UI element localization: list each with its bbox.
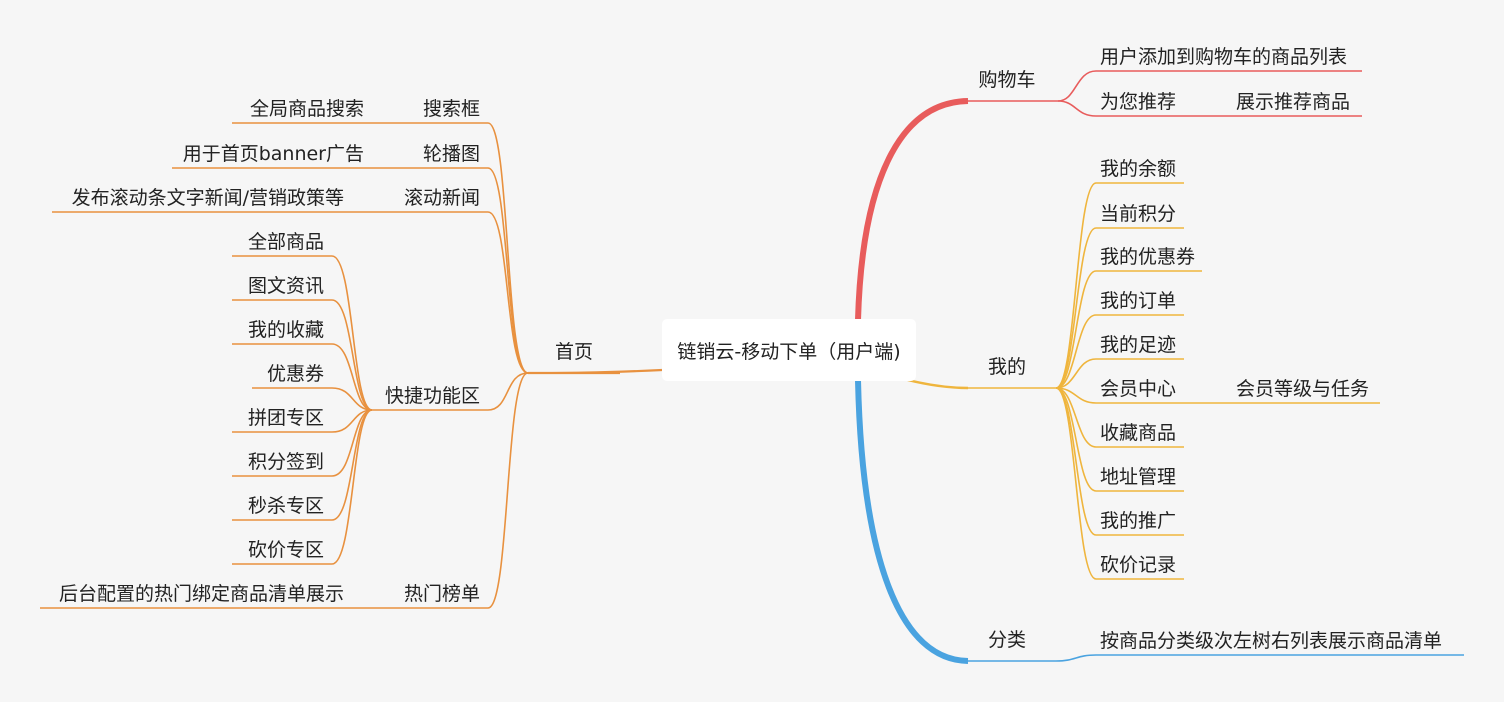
node-news[interactable]: 滚动新闻 bbox=[404, 187, 480, 209]
root-node[interactable]: 链销云-移动下单（用户端) bbox=[662, 319, 916, 381]
node-hot[interactable]: 热门榜单 bbox=[404, 583, 480, 605]
connector-mine-7 bbox=[1055, 387, 1097, 448]
node-quick[interactable]: 快捷功能区 bbox=[385, 385, 480, 407]
node-carousel-note[interactable]: 用于首页banner广告 bbox=[183, 143, 364, 165]
node-quick-item-6[interactable]: 积分签到 bbox=[248, 451, 324, 473]
node-mine-item-2[interactable]: 当前积分 bbox=[1100, 203, 1176, 225]
node-mine-item-1[interactable]: 我的余额 bbox=[1100, 158, 1176, 180]
connector-mine-2 bbox=[1055, 227, 1097, 389]
connector-home-search bbox=[487, 122, 529, 374]
node-cart-list[interactable]: 用户添加到购物车的商品列表 bbox=[1100, 46, 1347, 68]
connector-quick-4 bbox=[331, 387, 373, 411]
connector-cart-recommend bbox=[1057, 100, 1097, 117]
root-box bbox=[662, 319, 916, 381]
branch-category bbox=[855, 379, 1464, 664]
node-news-note[interactable]: 发布滚动条文字新闻/营销政策等 bbox=[72, 187, 344, 209]
node-quick-item-8[interactable]: 砍价专区 bbox=[248, 539, 324, 561]
node-mine[interactable]: 我的 bbox=[988, 356, 1026, 378]
connector-mine-4 bbox=[1055, 314, 1097, 389]
node-mine-member-note[interactable]: 会员等级与任务 bbox=[1236, 378, 1369, 400]
node-hot-note[interactable]: 后台配置的热门绑定商品清单展示 bbox=[59, 583, 344, 605]
connector-mine-8 bbox=[1055, 387, 1097, 492]
node-search-note[interactable]: 全局商品搜索 bbox=[250, 98, 364, 120]
node-quick-item-5[interactable]: 拼团专区 bbox=[248, 407, 324, 429]
node-category-note[interactable]: 按商品分类级次左树右列表展示商品清单 bbox=[1100, 630, 1442, 652]
node-category[interactable]: 分类 bbox=[988, 629, 1026, 651]
branch-cart bbox=[855, 70, 1362, 321]
root-label: 链销云-移动下单（用户端) bbox=[677, 341, 900, 363]
node-mine-item-8[interactable]: 地址管理 bbox=[1100, 466, 1176, 488]
node-mine-item-4[interactable]: 我的订单 bbox=[1100, 290, 1176, 312]
connector-home-news bbox=[487, 211, 529, 374]
connector-quick-8 bbox=[331, 409, 373, 565]
connector-quick-1 bbox=[331, 255, 373, 411]
node-mine-item-7[interactable]: 收藏商品 bbox=[1100, 422, 1176, 444]
connector-mine-10 bbox=[1055, 387, 1097, 580]
node-mine-item-9[interactable]: 我的推广 bbox=[1100, 510, 1176, 532]
node-carousel[interactable]: 轮播图 bbox=[423, 143, 480, 165]
node-quick-item-1[interactable]: 全部商品 bbox=[248, 231, 324, 253]
node-cart-recommend-note[interactable]: 展示推荐商品 bbox=[1236, 91, 1350, 113]
node-quick-item-2[interactable]: 图文资讯 bbox=[248, 275, 324, 297]
node-mine-item-5[interactable]: 我的足迹 bbox=[1100, 334, 1176, 356]
node-mine-item-10[interactable]: 砍价记录 bbox=[1100, 554, 1176, 576]
branch-home bbox=[40, 122, 663, 609]
node-search[interactable]: 搜索框 bbox=[423, 98, 480, 120]
node-quick-item-3[interactable]: 我的收藏 bbox=[248, 319, 324, 341]
connector-mine-3 bbox=[1055, 270, 1097, 389]
connector-mine-1 bbox=[1055, 182, 1097, 389]
connector-cart-list bbox=[1057, 70, 1097, 102]
node-cart-recommend[interactable]: 为您推荐 bbox=[1100, 91, 1176, 113]
connector-root-cart bbox=[855, 98, 969, 321]
connector-home-quick bbox=[487, 372, 529, 411]
node-mine-item-6[interactable]: 会员中心 bbox=[1100, 378, 1176, 400]
connector-category-note bbox=[1055, 654, 1097, 662]
connector-home-hot bbox=[487, 372, 529, 609]
branch-mine bbox=[899, 182, 1380, 580]
connector-quick-2 bbox=[331, 299, 373, 411]
connector-home-carousel bbox=[487, 167, 529, 374]
connector-mine-9 bbox=[1055, 387, 1097, 536]
connector-root-category bbox=[855, 379, 969, 664]
node-quick-item-7[interactable]: 秒杀专区 bbox=[248, 495, 324, 517]
connector-quick-3 bbox=[331, 343, 373, 411]
connector-mine-5 bbox=[1055, 358, 1097, 389]
node-mine-item-3[interactable]: 我的优惠券 bbox=[1100, 246, 1195, 268]
node-cart[interactable]: 购物车 bbox=[978, 69, 1035, 91]
connector-quick-7 bbox=[331, 409, 373, 521]
node-quick-item-4[interactable]: 优惠券 bbox=[267, 363, 324, 385]
node-home[interactable]: 首页 bbox=[555, 341, 593, 363]
